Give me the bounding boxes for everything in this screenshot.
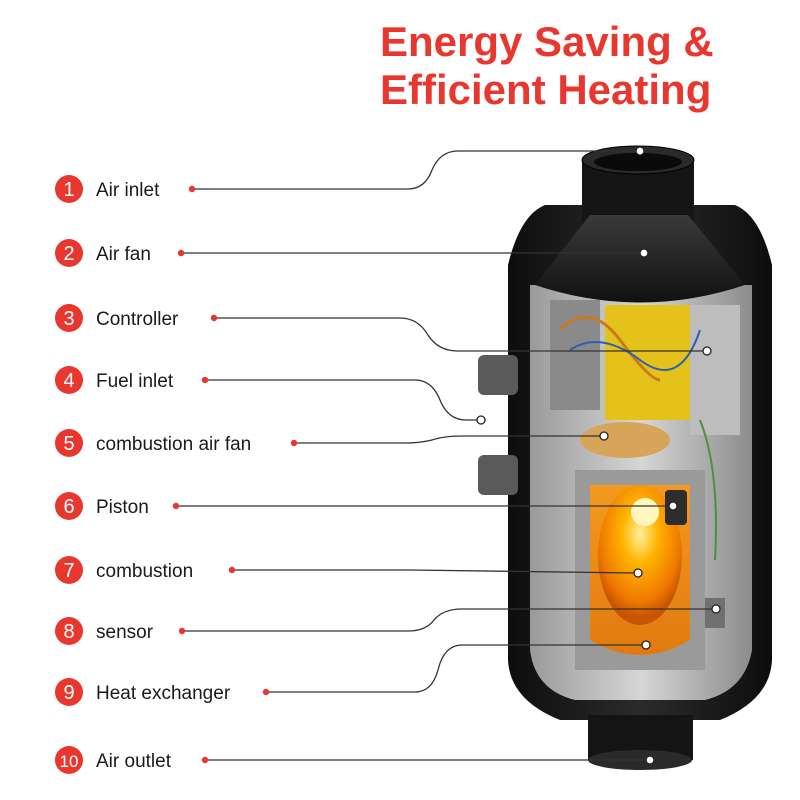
label-combustion-air-fan: combustion air fan [96, 434, 251, 455]
dot-end-3 [703, 347, 711, 355]
label-item-2: 2 Air fan [55, 239, 151, 267]
label-combustion: combustion [96, 561, 193, 582]
number-6: 6 [63, 496, 74, 518]
number-4: 4 [63, 370, 74, 392]
label-list: 1 Air inlet 2 Air fan 3 Controller 4 Fue… [55, 175, 251, 774]
number-5: 5 [63, 433, 74, 455]
dot-start-4 [202, 377, 208, 383]
label-item-5: 5 combustion air fan [55, 429, 251, 457]
dot-start-9 [263, 689, 269, 695]
dot-start-2 [178, 250, 184, 256]
label-item-4: 4 Fuel inlet [55, 366, 174, 394]
dot-start-5 [291, 440, 297, 446]
fuel-inlet-pipe [478, 355, 518, 395]
label-air-outlet: Air outlet [96, 751, 172, 772]
dot-end-8 [712, 605, 720, 613]
label-heat-exchanger: Heat exchanger [96, 683, 231, 704]
dot-end-9 [642, 641, 650, 649]
label-item-7: 7 combustion [55, 556, 193, 584]
label-fuel-inlet: Fuel inlet [96, 371, 174, 392]
number-1: 1 [63, 179, 74, 201]
number-10: 10 [60, 752, 79, 771]
dot-start-3 [211, 315, 217, 321]
dot-end-6 [669, 502, 677, 510]
number-7: 7 [63, 560, 74, 582]
number-2: 2 [63, 243, 74, 265]
number-3: 3 [63, 308, 74, 330]
dot-start-10 [202, 757, 208, 763]
dot-start-8 [179, 628, 185, 634]
label-item-3: 3 Controller [55, 304, 179, 332]
number-9: 9 [63, 682, 74, 704]
number-8: 8 [63, 621, 74, 643]
label-item-8: 8 sensor [55, 617, 154, 645]
dot-start-1 [189, 186, 195, 192]
label-air-inlet: Air inlet [96, 180, 160, 201]
label-item-1: 1 Air inlet [55, 175, 160, 203]
label-piston: Piston [96, 497, 149, 518]
label-air-fan: Air fan [96, 244, 151, 265]
dot-end-5 [600, 432, 608, 440]
leader-line-4 [205, 380, 481, 420]
dot-end-2 [640, 249, 648, 257]
combustion-fan [580, 422, 670, 458]
dot-end-1 [636, 147, 644, 155]
label-item-9: 9 Heat exchanger [55, 678, 231, 706]
label-controller: Controller [96, 309, 179, 330]
dot-end-10 [646, 756, 654, 764]
label-sensor: sensor [96, 622, 154, 643]
heater-illustration [478, 146, 772, 770]
dot-start-7 [229, 567, 235, 573]
dot-end-7 [634, 569, 642, 577]
leader-line-1 [192, 151, 640, 189]
label-item-6: 6 Piston [55, 492, 149, 520]
label-item-10: 10 Air outlet [55, 746, 172, 774]
dot-end-4 [477, 416, 485, 424]
dot-start-6 [173, 503, 179, 509]
controller-board [605, 305, 690, 420]
